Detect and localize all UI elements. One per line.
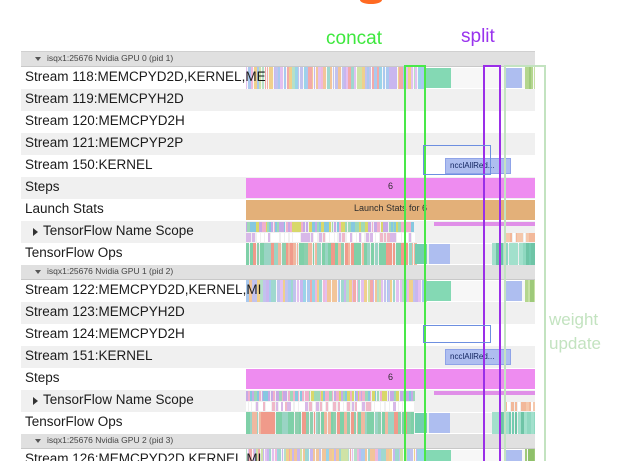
row-track[interactable]: [246, 449, 535, 461]
row-track[interactable]: [246, 390, 535, 412]
label-backdrop: [21, 412, 246, 434]
nccl-allreduce-block[interactable]: ncclAllRed...: [445, 158, 511, 174]
timeline-row[interactable]: Stream 121:MEMCPYP2P: [21, 133, 535, 155]
chevron-down-icon[interactable]: [35, 270, 41, 274]
group-header-gpu-1[interactable]: isqx1:25676 Nvidia GPU 1 (pid 2): [21, 265, 535, 280]
annotation-weight-line1: weight: [549, 310, 599, 329]
row-track[interactable]: 6: [246, 368, 535, 390]
row-label: Launch Stats: [25, 201, 104, 216]
row-label: Stream 151:KERNEL: [25, 348, 153, 363]
timeline-row[interactable]: ncclAllRed... Stream 150:KERNEL: [21, 155, 535, 177]
row-track[interactable]: Launch Stats for 6: [246, 199, 535, 221]
row-label: Stream 126:MEMCPYD2D,KERNEL,MI: [25, 451, 262, 461]
annotation-weight-update: weight update: [549, 308, 601, 356]
row-label: TensorFlow Name Scope: [43, 223, 194, 238]
group-header-gpu-0[interactable]: isqx1:25676 Nvidia GPU 0 (pid 1): [21, 52, 535, 67]
row-track[interactable]: [246, 280, 535, 302]
label-backdrop: [21, 346, 246, 368]
chevron-down-icon[interactable]: [35, 439, 41, 443]
chevron-down-icon[interactable]: [35, 57, 41, 61]
label-backdrop: [21, 302, 246, 324]
row-track[interactable]: [246, 324, 535, 346]
timeline-row[interactable]: TensorFlow Ops: [21, 412, 535, 434]
label-backdrop: [21, 449, 246, 461]
row-label: Stream 118:MEMCPYD2D,KERNEL,ME: [25, 69, 266, 84]
timeline-row[interactable]: Stream 126:MEMCPYD2D,KERNEL,MI: [21, 449, 535, 461]
row-label: Stream 123:MEMCPYH2D: [25, 304, 185, 319]
row-label: Stream 124:MEMCPYD2H: [25, 326, 185, 341]
timeline-row[interactable]: TensorFlow Name Scope: [21, 221, 535, 243]
steps-bar-label: 6: [387, 372, 393, 382]
row-label: Steps: [25, 370, 60, 385]
label-backdrop: [21, 133, 246, 155]
expand-chevron-right-icon[interactable]: [33, 228, 38, 236]
row-track[interactable]: 6: [246, 177, 535, 199]
row-label: Stream 121:MEMCPYP2P: [25, 135, 184, 150]
label-backdrop: [21, 280, 246, 302]
trace-timeline-panel[interactable]: isqx1:25676 Nvidia GPU 0 (pid 1) Stream 1…: [21, 51, 535, 461]
timeline-row[interactable]: Stream 123:MEMCPYH2D: [21, 302, 535, 324]
label-backdrop: [21, 89, 246, 111]
row-track[interactable]: [246, 67, 535, 89]
row-track[interactable]: ncclAllRed...: [246, 346, 535, 368]
group-header-label: isqx1:25676 Nvidia GPU 2 (pid 3): [47, 435, 174, 445]
label-backdrop: [21, 324, 246, 346]
row-track[interactable]: [246, 133, 535, 155]
row-track[interactable]: [246, 221, 535, 243]
annotation-weight-line2: update: [549, 334, 601, 353]
row-label: Stream 120:MEMCPYD2H: [25, 113, 185, 128]
timeline-row[interactable]: 6 Steps: [21, 368, 535, 390]
row-track[interactable]: [246, 412, 535, 434]
annotation-split: split: [461, 26, 495, 47]
expand-chevron-right-icon[interactable]: [33, 397, 38, 405]
steps-bar-label: 6: [387, 181, 393, 191]
group-header-gpu-2[interactable]: isqx1:25676 Nvidia GPU 2 (pid 3): [21, 434, 535, 449]
timeline-row[interactable]: ncclAllRed... Stream 151:KERNEL: [21, 346, 535, 368]
nccl-allreduce-block[interactable]: ncclAllRed...: [445, 349, 511, 365]
timeline-row[interactable]: Stream 124:MEMCPYD2H: [21, 324, 535, 346]
group-header-label: isqx1:25676 Nvidia GPU 0 (pid 1): [47, 53, 174, 63]
row-label: Steps: [25, 179, 60, 194]
row-track[interactable]: [246, 243, 535, 265]
row-track[interactable]: [246, 111, 535, 133]
timeline-row[interactable]: 6 Steps: [21, 177, 535, 199]
steps-bar[interactable]: 6: [246, 369, 535, 389]
timeline-row[interactable]: Stream 119:MEMCPYH2D: [21, 89, 535, 111]
label-backdrop: [21, 177, 246, 199]
timeline-row[interactable]: Stream 120:MEMCPYD2H: [21, 111, 535, 133]
timeline-row[interactable]: TensorFlow Ops: [21, 243, 535, 265]
label-backdrop: [21, 67, 246, 89]
label-backdrop: [21, 243, 246, 265]
timeline-row[interactable]: Stream 118:MEMCPYD2D,KERNEL,ME: [21, 67, 535, 89]
row-track[interactable]: [246, 89, 535, 111]
row-track[interactable]: ncclAllRed...: [246, 155, 535, 177]
row-label: TensorFlow Ops: [25, 245, 123, 260]
timeline-row[interactable]: TensorFlow Name Scope: [21, 390, 535, 412]
row-label: TensorFlow Name Scope: [43, 392, 194, 407]
label-backdrop: [21, 390, 246, 412]
orange-marker-clipped: [360, 0, 382, 4]
group-header-label: isqx1:25676 Nvidia GPU 1 (pid 2): [47, 266, 174, 276]
label-backdrop: [21, 155, 246, 177]
steps-bar[interactable]: 6: [246, 178, 535, 198]
timeline-row[interactable]: Launch Stats for 6 Launch Stats: [21, 199, 535, 221]
label-backdrop: [21, 199, 246, 221]
label-backdrop: [21, 368, 246, 390]
label-backdrop: [21, 111, 246, 133]
row-track[interactable]: [246, 302, 535, 324]
row-label: Stream 122:MEMCPYD2D,KERNEL,MI: [25, 282, 262, 297]
launch-stats-bar-label: Launch Stats for 6: [353, 203, 428, 213]
launch-stats-bar[interactable]: Launch Stats for 6: [246, 200, 535, 220]
row-label: Stream 150:KERNEL: [25, 157, 153, 172]
annotation-concat: concat: [326, 28, 382, 49]
timeline-row[interactable]: Stream 122:MEMCPYD2D,KERNEL,MI: [21, 280, 535, 302]
label-backdrop: [21, 221, 246, 243]
row-label: TensorFlow Ops: [25, 414, 123, 429]
row-label: Stream 119:MEMCPYH2D: [25, 91, 184, 106]
